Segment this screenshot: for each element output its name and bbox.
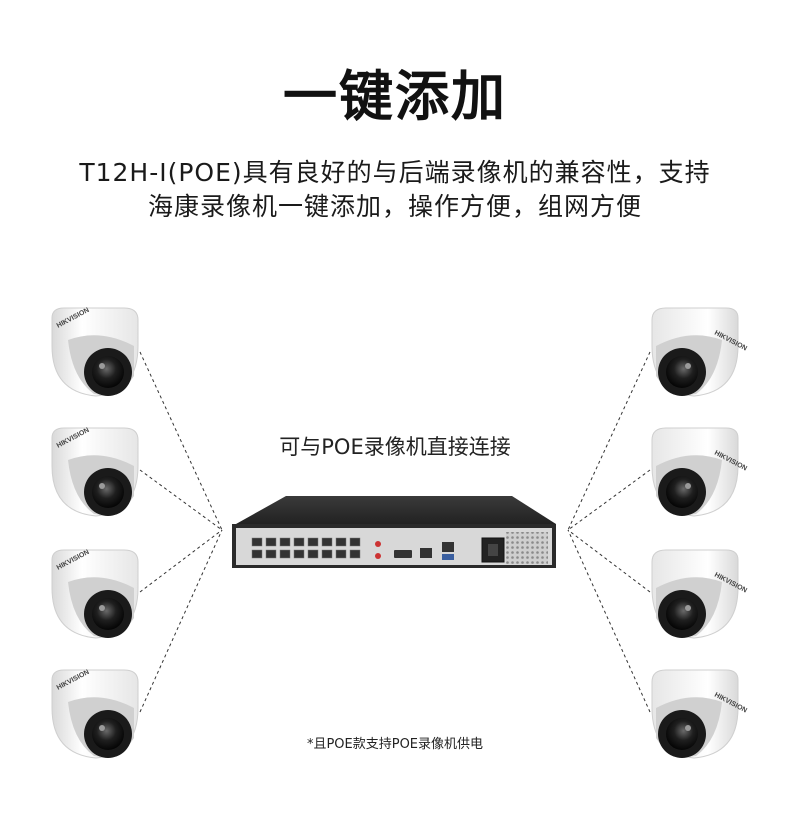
dome-camera-left-4: HIKVISION [51,669,139,759]
feature-description-line-2: 海康录像机一键添加，操作方便，组网方便 [147,192,642,221]
dome-camera-right-2 [651,427,739,517]
feature-description: T12H-I(POE)具有良好的与后端录像机的兼容性，支持 海康录像机一键添加，… [0,156,790,224]
poe-ports [251,537,361,559]
footnote: *且POE款支持POE录像机供电 [306,737,484,752]
dome-camera-right-1 [651,307,739,397]
connection-lines [139,351,651,713]
connect-label: 可与POE录像机直接连接 [279,435,511,459]
dome-camera-left-1: HIKVISION [51,307,139,397]
dome-camera-right-3 [651,549,739,639]
page-title: 一键添加 [283,65,507,128]
dome-camera-left-2: HIKVISION [51,427,139,517]
dome-camera-right-4 [651,669,739,759]
feature-description-line-1: T12H-I(POE)具有良好的与后端录像机的兼容性，支持 [79,158,711,187]
dome-camera-left-3: HIKVISION [51,549,139,639]
poe-nvr-recorder [232,496,556,568]
